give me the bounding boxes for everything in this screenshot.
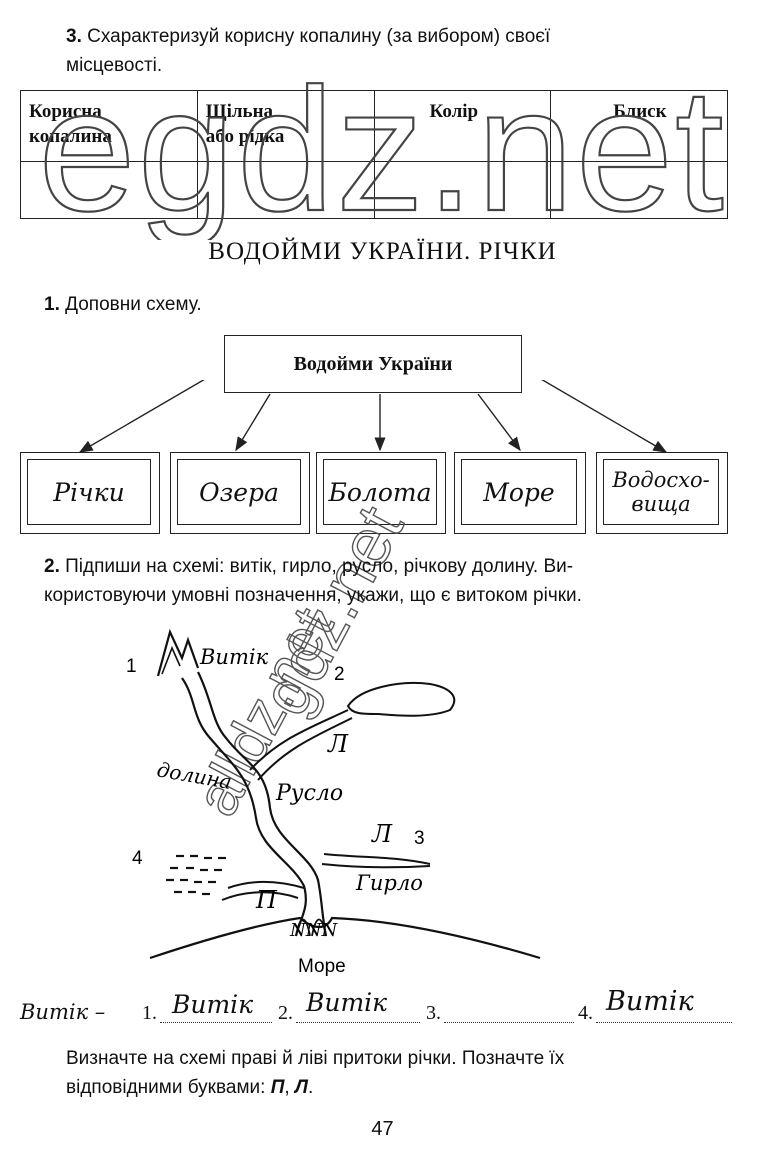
answer-value-4: Витік [606,986,694,1017]
river-bank-left [181,677,307,937]
table-cell[interactable] [550,161,728,219]
task2-line2: користовуючи умовні позначення, укажи, щ… [44,585,582,606]
scheme-answer-5: Водосхо-вища [612,468,710,516]
tributary-lower-right-b [321,863,431,869]
delta-branch [311,918,327,937]
note-line1: Визначте на схемі праві й ліві притоки р… [66,1048,565,1069]
task3-text: 3. Схарактеризуй корисну копалину (за ви… [66,22,746,80]
label-left-tributary-2: Л [371,820,393,848]
lake-icon [346,682,456,717]
marker-4: 4 [132,848,143,869]
task1-instruction: Доповни схему. [65,294,202,315]
task2-line1: Підпиши на схемі: витік, гирло, русло, р… [65,556,574,577]
answer-line-3[interactable] [444,1022,574,1023]
scheme-box-2: Озера [170,452,310,534]
swamp-icon [166,854,226,896]
answer-num-3: 3. [426,1002,441,1024]
note-l: Л [294,1077,308,1098]
note-line2: відповідними буквами: [66,1077,271,1098]
marker-3: 3 [414,828,425,849]
watermark-diagonal: gdz.net alldz.net [182,494,419,827]
river-diagram: 1 2 3 4 Витік долина Русло Гирло Л Л П N… [126,628,541,977]
scheme-box-5: Водосхо-вища [596,452,728,534]
arrow-1 [78,380,205,453]
task2-note: Визначте на схемі праві й ліві притоки р… [66,1048,565,1098]
answers-row: Витік – 1. Витік 2. Витік 3. 4. Витік [20,986,740,1028]
label-right-tributary: П [255,886,278,914]
answer-value-1: Витік [172,990,254,1019]
river-bank-right [197,671,328,937]
task3-line1: Схарактеризуй корисну копалину (за вибор… [87,26,551,47]
table-row [20,161,728,219]
answer-num-4: 4. [578,1002,593,1024]
marker-1: 1 [126,656,137,677]
watermark-main: egdz.net [37,52,725,240]
scheme-box-1: Річки [20,452,160,534]
section-title: ВОДОЙМИ УКРАЇНИ. РІЧКИ [208,238,557,265]
scheme-answer-4: Море [483,477,555,507]
mountain-icon [156,628,200,677]
label-left-tributary-1: Л [327,730,349,758]
scheme-arrows [78,380,668,453]
task3-number: 3. [66,26,82,47]
answer-line-1[interactable] [160,1022,272,1023]
answer-value-2: Витік [306,988,388,1017]
task2-text: 2. Підпиши на схемі: витік, гирло, русло… [44,552,734,610]
scheme-answer-1: Річки [53,477,125,507]
marker-2: 2 [334,664,345,685]
table-cell[interactable] [196,161,375,219]
delta-branch [295,918,311,937]
task2-number: 2. [44,556,60,577]
task3-line2: місцевості. [66,55,163,76]
coastline [149,916,541,960]
scheme-main-label: Водойми України [293,352,453,375]
watermark-main-text: egdz.net [38,53,725,240]
arrow-2 [235,393,271,452]
label-sea: Море [298,956,346,977]
scheme-box-4: Море [454,452,586,534]
tributary-lower-right-a [323,853,431,865]
answers-label: Витік – [20,1000,106,1024]
table-header-color: Колір [373,90,552,162]
answer-num-2: 2. [278,1002,293,1024]
answer-line-2[interactable] [296,1022,420,1023]
label-valley: долина [155,757,233,794]
table-cell[interactable] [373,161,552,219]
label-mouth: Гирло [355,871,423,895]
page-number: 47 [371,1118,394,1140]
scheme-answer-3: Болота [328,477,432,507]
answer-line-4[interactable] [596,1022,732,1023]
label-channel: Русло [275,781,343,806]
tributary-upper-b [257,717,353,781]
label-delta: NNN [289,920,339,941]
scheme-box-3: Болота [316,452,446,534]
note-p: П [270,1077,285,1098]
task1-text: 1. Доповни схему. [44,290,202,319]
task1-number: 1. [44,294,60,315]
arrow-4 [477,393,521,452]
table-cell[interactable] [20,161,198,219]
tributary-lower-left-b [221,891,299,901]
arrow-5 [541,380,668,453]
tributary-lower-left-a [227,881,305,889]
scheme-main-box: Водойми України [224,335,522,393]
answer-num-1: 1. [142,1002,157,1024]
table-header-luster: Блиск [550,90,728,162]
scheme-answer-2: Озера [199,477,279,507]
tributary-upper-a [249,709,349,771]
label-source: Витік [199,645,269,669]
